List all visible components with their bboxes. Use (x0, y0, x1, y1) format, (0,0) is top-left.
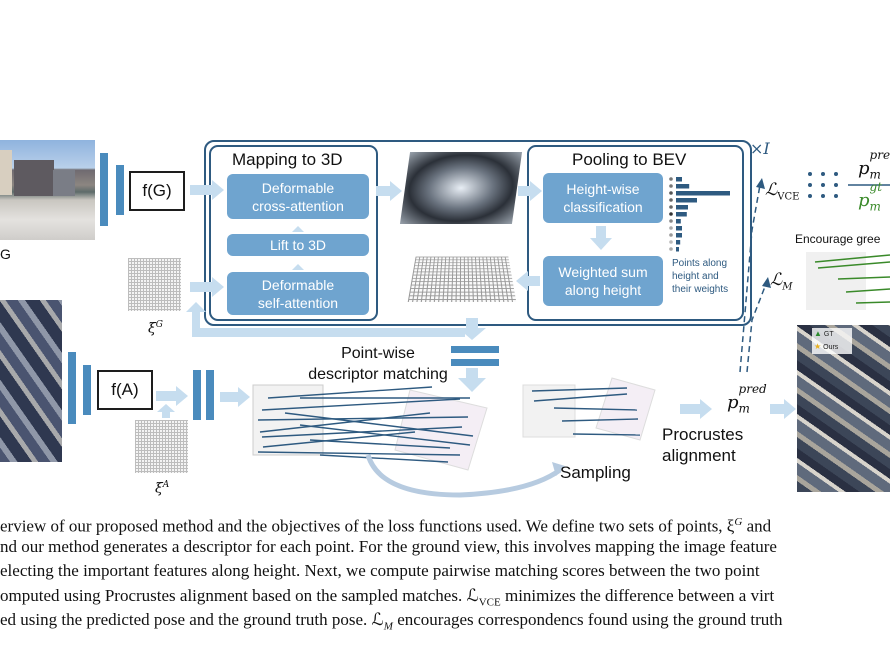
ground-descriptor-bar-2 (451, 359, 499, 366)
green-match-lines (814, 254, 890, 304)
loss-m-label: ℒM (770, 270, 793, 293)
ground-panorama-image (0, 140, 95, 240)
ours-star-icon: ★ (814, 342, 822, 351)
repeat-label: ×I (750, 139, 770, 158)
height-weight-bar (676, 247, 679, 252)
height-weights-histogram (669, 177, 730, 252)
arrow-desc-to-match (458, 368, 486, 392)
arrow-desc-A-to-grid (220, 387, 250, 407)
height-point (669, 226, 673, 230)
arrow-xiG-to-mapping (190, 277, 224, 297)
height-point (669, 219, 673, 223)
height-point (669, 233, 673, 237)
ground-point-grid (128, 258, 181, 311)
height-weight-bar (676, 177, 682, 182)
diagram-connections (156, 172, 890, 498)
arrow-fg-to-mapping (190, 180, 224, 200)
arrow-feedback-up (186, 302, 206, 337)
height-point (669, 247, 673, 251)
aerial-encoder-bar-2 (83, 365, 91, 415)
caption-line-4: omputed using Procrustes alignment based… (0, 585, 775, 608)
ground-point-set-label: ξG (148, 320, 163, 337)
arrow-to-procrustes (680, 399, 712, 419)
arrow-sum-to-plane (516, 271, 540, 291)
gt-triangle-icon: ▲ (814, 329, 822, 338)
caption-line-1: erview of our proposed method and the ob… (0, 516, 772, 536)
height-point (669, 198, 673, 202)
mapping-to-3d-title: Mapping to 3D (232, 150, 343, 169)
ground-image-label: G (0, 246, 11, 262)
aerial-descriptor-bar-2 (206, 370, 214, 420)
arrow-to-result (770, 399, 796, 419)
height-weight-bar (676, 233, 682, 238)
arrow-fa-right (156, 386, 188, 406)
height-weight-bar (676, 191, 730, 196)
arrow-block-to-desc (458, 318, 486, 340)
arrow-mapping-to-volume (376, 181, 402, 201)
loss-m-arrow (746, 283, 767, 373)
sampling-label: Sampling (560, 463, 631, 482)
arrow-xiA-up (157, 404, 175, 418)
ground-encoder-bar-2 (116, 165, 124, 215)
pooling-to-bev-title: Pooling to BEV (572, 150, 687, 169)
figure-caption: erview of our proposed method and the ob… (0, 510, 890, 633)
arrow-cls-to-sum (590, 226, 612, 250)
match-lines (257, 386, 474, 463)
result-legend: ▲ GT ★ Ours (812, 328, 852, 354)
arrow-lift-up-2 (292, 264, 304, 270)
ground-encoder-bar-1 (100, 153, 108, 226)
height-point (669, 240, 673, 244)
caption-line-2: nd our method generates a descriptor for… (0, 536, 777, 556)
loss-vce-label: ℒVCE (765, 180, 800, 203)
virtual-points-grid (808, 172, 838, 198)
ground-descriptor-bar-1 (451, 346, 499, 353)
height-weight-bar (676, 212, 687, 217)
aerial-encoder-bar-1 (68, 352, 76, 424)
arrow-feedback-loop (196, 328, 465, 337)
height-weight-bar (676, 219, 681, 224)
matching-label: Point-wise descriptor matching (308, 345, 448, 383)
caption-line-5: ed using the predicted pose and the grou… (0, 610, 783, 633)
sampled-match-lines (531, 387, 641, 436)
height-point (669, 205, 673, 209)
height-weight-bar (676, 184, 690, 189)
aerial-descriptor-bar-1 (193, 370, 201, 420)
weights-note: Points along height and their weights (672, 258, 729, 295)
height-weight-bar (676, 240, 681, 245)
height-point (669, 184, 673, 188)
sampled-ground-grid (595, 377, 656, 441)
aerial-image (0, 300, 62, 462)
aerial-encoder-box: f(A) (97, 370, 153, 410)
height-point (669, 177, 673, 181)
ground-encoder-box: f(G) (129, 171, 185, 211)
caption-line-3: electing the important features along he… (0, 561, 760, 580)
encourage-label: Encourage gree (795, 232, 881, 246)
aerial-point-grid (135, 420, 188, 473)
lift-to-3d-module: Lift to 3D (227, 234, 369, 256)
height-weight-bar (676, 205, 688, 210)
procrustes-label: Procrustes alignment (662, 425, 744, 465)
height-point (669, 191, 673, 195)
arrow-lift-up-1 (292, 226, 304, 232)
loss-vce-arrow (739, 184, 761, 373)
height-weight-bar (676, 226, 682, 231)
height-weight-bar (676, 198, 697, 203)
arrow-volume-to-pooling (518, 181, 542, 201)
sampling-curve-arrow (365, 454, 562, 498)
sampled-aerial-grid (522, 384, 576, 438)
aerial-point-set-label: ξA (155, 480, 170, 497)
height-point (669, 212, 673, 216)
